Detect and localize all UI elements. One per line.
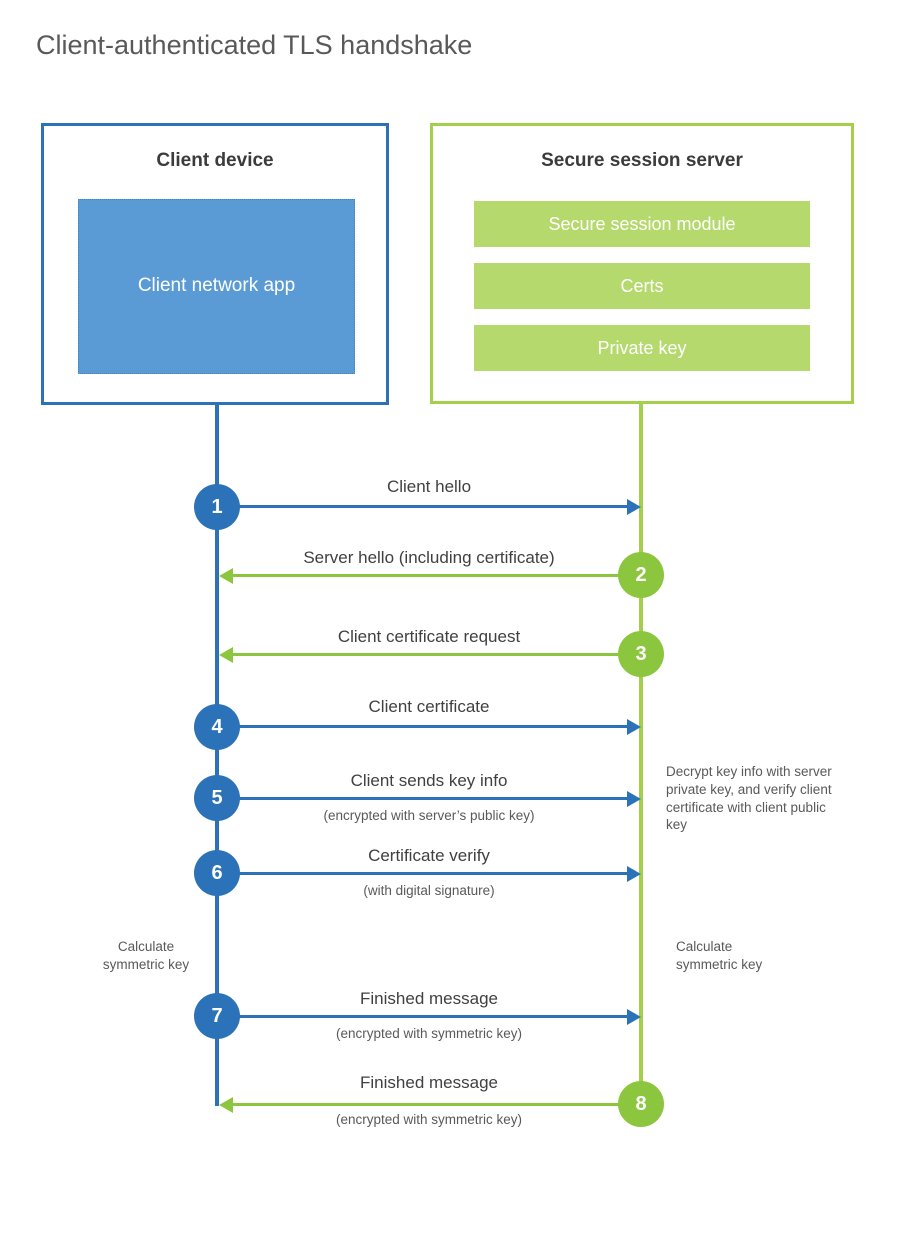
msg-6-label: Certificate verify xyxy=(368,846,490,865)
step-circle-4: 4 xyxy=(194,704,240,750)
msg-4-arrowhead xyxy=(627,719,641,735)
msg-8-arrow xyxy=(233,1103,641,1106)
decrypt-note: Decrypt key info with server private key… xyxy=(666,764,832,833)
msg-2-arrow xyxy=(233,574,641,577)
calc-symmetric-key-left: Calculate symmetric key xyxy=(102,939,190,972)
server-lifeline xyxy=(639,404,643,1126)
msg-6-arrow xyxy=(217,872,627,875)
msg-6-sublabel: (with digital signature) xyxy=(363,883,495,898)
client-lifeline xyxy=(215,404,219,1106)
msg-7-arrow xyxy=(217,1015,627,1018)
module-private-key: Private key xyxy=(474,325,810,371)
step-circle-1: 1 xyxy=(194,484,240,530)
msg-5-label: Client sends key info xyxy=(350,771,508,790)
msg-5-arrowhead xyxy=(627,791,641,807)
page-title: Client-authenticated TLS handshake xyxy=(36,30,473,60)
step-circle-5: 5 xyxy=(194,775,240,821)
step-circle-8: 8 xyxy=(618,1081,664,1127)
msg-7-sublabel: (encrypted with symmetric key) xyxy=(335,1026,523,1041)
msg-8-sublabel: (encrypted with symmetric key) xyxy=(335,1112,523,1127)
module-secure-session: Secure session module xyxy=(474,201,810,247)
msg-5-sublabel: (encrypted with server’s public key) xyxy=(323,808,535,823)
msg-4-arrow xyxy=(217,725,627,728)
msg-8-label: Finished message xyxy=(360,1073,498,1092)
msg-1-label: Client hello xyxy=(386,477,472,496)
step-circle-7: 7 xyxy=(194,993,240,1039)
client-network-app-box: Client network app xyxy=(78,199,355,374)
msg-5-arrow xyxy=(217,797,627,800)
msg-8-arrowhead xyxy=(219,1097,233,1113)
msg-4-label: Client certificate xyxy=(368,697,490,716)
msg-6-arrowhead xyxy=(627,866,641,882)
step-circle-2: 2 xyxy=(618,552,664,598)
step-circle-6: 6 xyxy=(194,850,240,896)
msg-2-label: Server hello (including certificate) xyxy=(303,548,555,567)
msg-7-arrowhead xyxy=(627,1009,641,1025)
msg-3-arrow xyxy=(233,653,641,656)
msg-3-arrowhead xyxy=(219,647,233,663)
msg-1-arrow xyxy=(217,505,627,508)
module-certs: Certs xyxy=(474,263,810,309)
client-device-title: Client device xyxy=(156,150,274,171)
msg-7-label: Finished message xyxy=(360,989,498,1008)
msg-1-arrowhead xyxy=(627,499,641,515)
msg-2-arrowhead xyxy=(219,568,233,584)
secure-session-server-title: Secure session server xyxy=(541,150,743,171)
step-circle-3: 3 xyxy=(618,631,664,677)
msg-3-label: Client certificate request xyxy=(337,627,521,646)
calc-symmetric-key-right: Calculate symmetric key xyxy=(676,939,763,972)
